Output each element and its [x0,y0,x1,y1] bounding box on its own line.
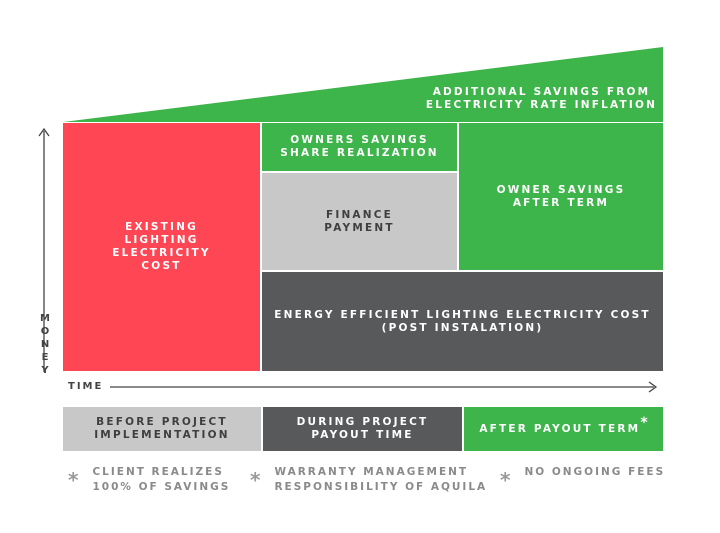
footnote-text: CLIENT REALIZES 100% OF SAVINGS [92,466,231,493]
finance-payment-block: FINANCE PAYMENT [262,173,457,270]
phase-after-payout: AFTER PAYOUT TERM * [464,407,663,451]
phase-after-asterisk: * [640,415,648,431]
owners-savings-share-block: OWNERS SAVINGS SHARE REALIZATION [262,123,457,171]
existing-lighting-cost-block: EXISTING LIGHTING ELECTRICITY COST [63,123,260,371]
footnote-no-fees: * NO ONGOING FEES [500,465,665,495]
efficient-lighting-cost-block: ENERGY EFFICIENT LIGHTING ELECTRICITY CO… [262,272,663,371]
footnote-warranty: * WARRANTY MANAGEMENT RESPONSIBILITY OF … [250,465,487,495]
asterisk-icon: * [68,468,79,492]
phase-before-project: BEFORE PROJECT IMPLEMENTATION [63,407,261,451]
y-axis-label: MONEY [40,313,50,376]
footnote-text: NO ONGOING FEES [524,465,666,478]
x-axis-label: TIME [68,381,104,392]
x-axis-arrow-icon [648,381,658,393]
owner-savings-after-term-block: OWNER SAVINGS AFTER TERM [459,123,663,270]
footnote-client-savings: * CLIENT REALIZES 100% OF SAVINGS [68,465,230,495]
y-axis-arrow-icon [38,127,50,137]
phase-after-label: AFTER PAYOUT TERM [479,422,641,435]
inflation-savings-label: ADDITIONAL SAVINGS FROM ELECTRICITY RATE… [425,86,658,111]
asterisk-icon: * [500,468,511,492]
footnote-text: WARRANTY MANAGEMENT RESPONSIBILITY OF AQ… [274,466,488,493]
phase-during-payout: DURING PROJECT PAYOUT TIME [263,407,462,451]
asterisk-icon: * [250,468,261,492]
